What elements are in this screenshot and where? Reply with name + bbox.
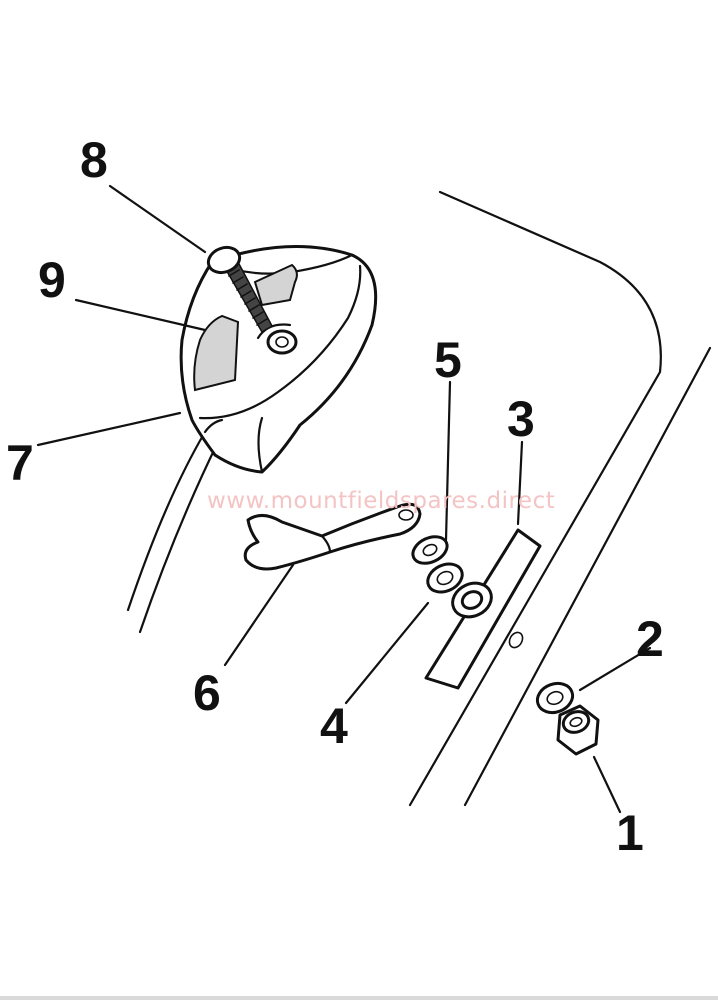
callout-label-5: 5 xyxy=(434,332,462,388)
leader-lines xyxy=(36,184,652,814)
handle-frame xyxy=(408,190,712,807)
throttle-cable xyxy=(126,430,220,634)
washer-5 xyxy=(411,535,449,565)
callout-label-2: 2 xyxy=(636,611,664,667)
bottom-border xyxy=(0,996,718,1000)
callout-label-6: 6 xyxy=(193,665,221,721)
callout-label-1: 1 xyxy=(616,805,644,861)
throttle-lever xyxy=(243,502,422,571)
washer-2 xyxy=(535,681,575,715)
callout-label-7: 7 xyxy=(6,435,34,491)
callout-label-3: 3 xyxy=(507,391,535,447)
screw xyxy=(206,245,273,334)
watermark-text: www.mountfieldspares.direct xyxy=(207,488,555,514)
callout-label-8: 8 xyxy=(80,132,108,188)
washer-4 xyxy=(426,562,464,594)
callout-label-4: 4 xyxy=(320,698,348,754)
speed-label-decal xyxy=(193,263,298,392)
lock-nut xyxy=(556,704,600,756)
spacer xyxy=(451,581,493,619)
callout-label-9: 9 xyxy=(38,252,66,308)
